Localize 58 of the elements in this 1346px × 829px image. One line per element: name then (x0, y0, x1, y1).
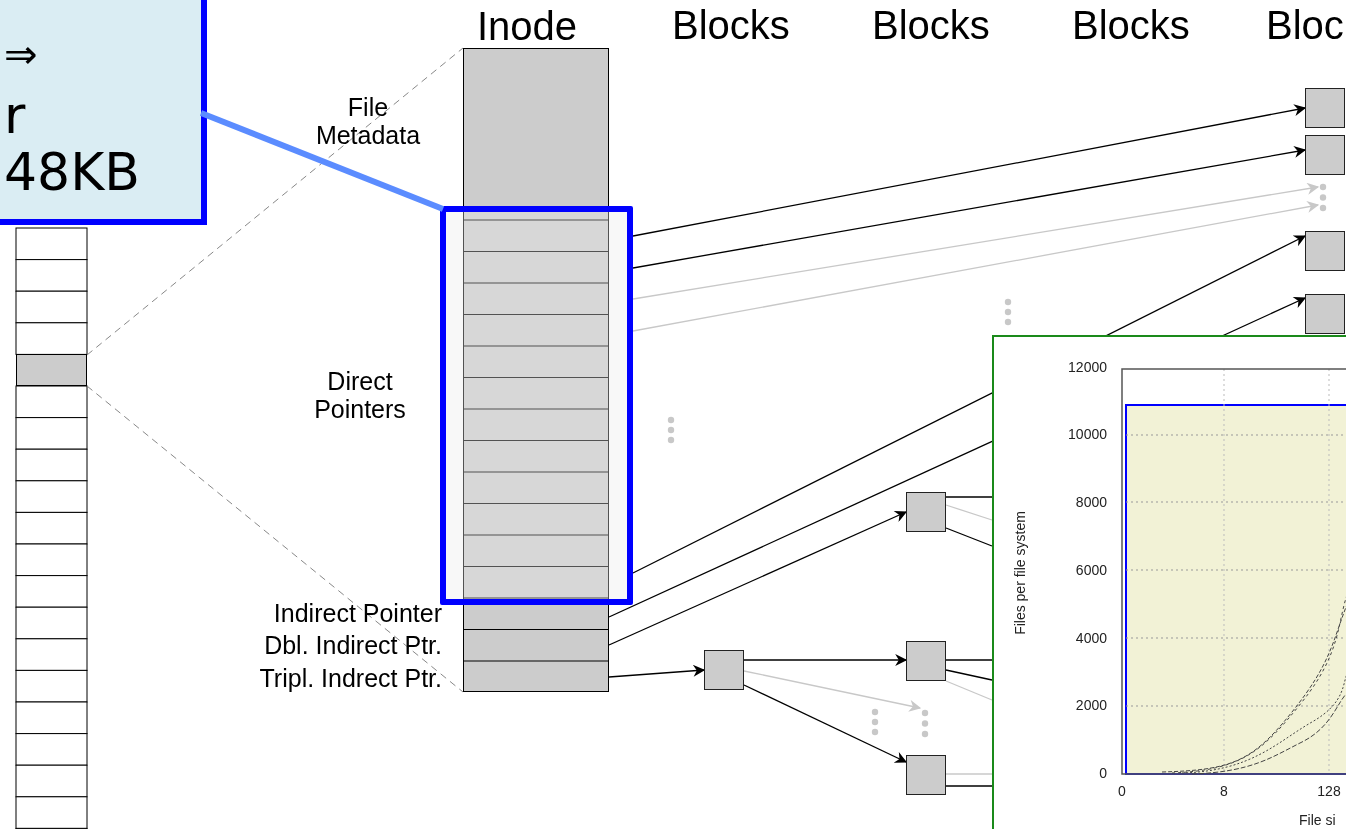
callout-text: r (4, 89, 26, 141)
tick-label: 0 (1098, 766, 1107, 780)
arrow (743, 654, 908, 666)
tick-label: 0 (1117, 784, 1127, 798)
connector-line (86, 47, 464, 356)
block-box (704, 650, 744, 690)
field-label: File Metadata (314, 94, 422, 149)
arrow (632, 182, 1320, 300)
column-heading: Inode (477, 6, 578, 46)
column-heading: Blocks (872, 5, 990, 45)
callout-text: 48KB (4, 146, 140, 198)
vertical-ellipsis-icon (920, 708, 930, 740)
tick-label: 2000 (1074, 698, 1107, 712)
highlight-frame (440, 206, 633, 605)
callout-box (0, 0, 207, 225)
block-box (906, 641, 946, 681)
field-label: Dbl. Indirect Ptr. (263, 632, 442, 660)
connector-line (945, 496, 993, 498)
field-label: Tripl. Indrect Ptr. (258, 665, 442, 693)
block-box (1305, 231, 1345, 271)
field-label: Direct Pointers (313, 368, 407, 423)
connector-line (945, 773, 993, 775)
arrow (608, 664, 706, 678)
arrow (608, 510, 908, 646)
tick-label: 10000 (1067, 427, 1107, 441)
tick-label: 8000 (1074, 495, 1107, 509)
axis-title: Files per file system (1013, 510, 1027, 637)
callout-text: ⇒ (4, 34, 38, 74)
connector-line (945, 785, 993, 787)
field-label: Indirect Pointer (272, 600, 442, 628)
block-box (1305, 294, 1345, 334)
tick-label: 6000 (1074, 563, 1107, 577)
disk-block-cell (16, 354, 87, 386)
connector-line (945, 504, 993, 521)
arrow (632, 201, 1320, 332)
connector-line (945, 669, 993, 681)
arrow (743, 684, 908, 763)
axis-title: File si (1299, 813, 1336, 827)
block-box (1305, 135, 1345, 175)
tick-label: 4000 (1074, 631, 1107, 645)
tick-label: 12000 (1067, 360, 1107, 374)
block-box (1305, 88, 1345, 128)
arrow (743, 670, 922, 712)
block-box (906, 492, 946, 532)
column-heading: Bloc (1266, 5, 1344, 45)
tick-label: 8 (1219, 784, 1229, 798)
block-box (906, 755, 946, 795)
column-heading: Blocks (672, 5, 790, 45)
tick-label: 128 (1316, 784, 1342, 798)
connector-line (945, 680, 993, 701)
connector-line (199, 110, 445, 212)
arrow (632, 104, 1307, 237)
connector-line (945, 527, 993, 547)
arrow (632, 145, 1307, 269)
connector-line (86, 385, 464, 693)
vertical-ellipsis-icon (1318, 182, 1328, 214)
column-heading: Blocks (1072, 5, 1190, 45)
connector-line (945, 659, 993, 661)
